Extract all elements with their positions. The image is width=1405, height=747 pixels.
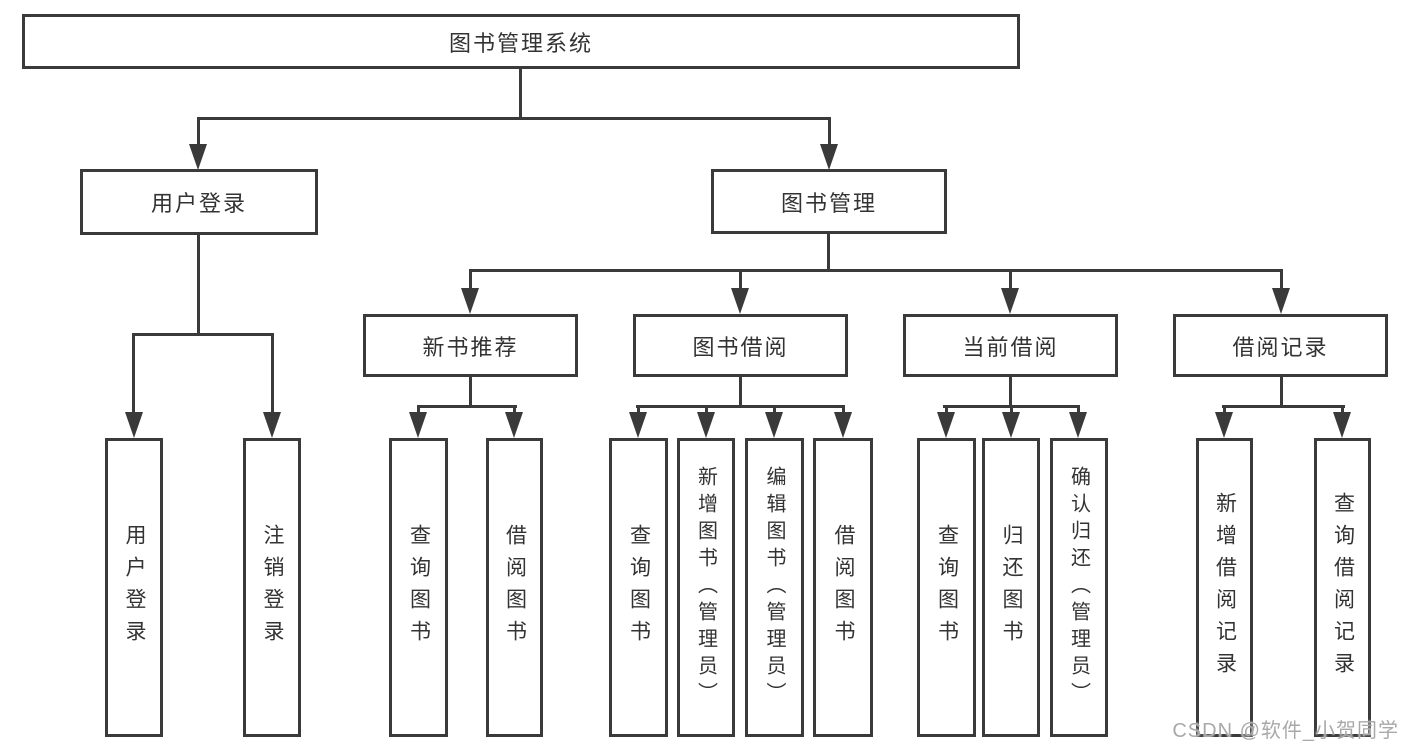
node-root-label: 图书管理系统: [448, 30, 593, 56]
leaf-query-books-current: 查询图书: [917, 438, 976, 737]
arrowhead-down: [1215, 412, 1233, 438]
leaf-borrow-books-borrowing: 借阅图书: [813, 438, 873, 737]
connector-line: [132, 333, 274, 336]
arrowhead-down: [765, 412, 783, 438]
leaf-add-borrow-record-label: 新增借阅记录: [1213, 491, 1237, 684]
leaf-confirm-return-admin-label: 确认归还（管理员）: [1067, 466, 1090, 709]
arrowhead-down: [1272, 288, 1290, 314]
node-new-book-recommendation: 新书推荐: [363, 314, 578, 377]
node-book-borrowing-label: 图书借阅: [692, 334, 789, 360]
connector-line: [469, 269, 1283, 272]
connector-line: [271, 333, 274, 415]
arrowhead-down: [820, 144, 838, 170]
leaf-query-books-recommend: 查询图书: [389, 438, 448, 737]
connector-line: [519, 69, 522, 119]
connector-line: [739, 377, 742, 408]
arrowhead-down: [834, 412, 852, 438]
leaf-add-books-admin-label: 新增图书（管理员）: [694, 466, 717, 709]
node-book-management-label: 图书管理: [780, 190, 877, 216]
leaf-query-books-borrowing-label: 查询图书: [627, 523, 651, 652]
arrowhead-down: [263, 412, 281, 438]
leaf-return-books-label: 归还图书: [1000, 523, 1023, 652]
node-user-login: 用户登录: [80, 169, 318, 235]
leaf-query-books-borrowing: 查询图书: [609, 438, 668, 737]
node-borrowing-records-label: 借阅记录: [1232, 334, 1329, 360]
arrowhead-down: [409, 412, 427, 438]
connector-line: [739, 269, 742, 291]
connector-line: [1280, 377, 1283, 408]
connector-line: [1077, 405, 1080, 415]
leaf-query-books-current-label: 查询图书: [935, 523, 959, 652]
connector-line: [827, 234, 830, 272]
connector-line: [469, 269, 472, 291]
node-current-borrowing: 当前借阅: [903, 314, 1118, 377]
arrowhead-down: [731, 288, 749, 314]
leaf-return-books: 归还图书: [982, 438, 1040, 737]
arrowhead-down: [1002, 412, 1020, 438]
leaf-query-borrow-record: 查询借阅记录: [1314, 438, 1371, 737]
leaf-query-borrow-record-label: 查询借阅记录: [1331, 491, 1355, 684]
connector-line: [945, 405, 948, 415]
arrowhead-down: [937, 412, 955, 438]
arrowhead-down: [697, 412, 715, 438]
leaf-add-books-admin: 新增图书（管理员）: [677, 438, 735, 737]
connector-line: [417, 405, 517, 408]
arrowhead-down: [1069, 412, 1087, 438]
leaf-borrow-books-recommend: 借阅图书: [486, 438, 543, 737]
arrowhead-down: [1333, 412, 1351, 438]
connector-line: [469, 377, 472, 408]
leaf-confirm-return-admin: 确认归还（管理员）: [1050, 438, 1108, 737]
connector-line: [842, 405, 845, 415]
connector-line: [636, 405, 844, 408]
node-borrowing-records: 借阅记录: [1173, 314, 1388, 377]
connector-line: [1280, 269, 1283, 291]
connector-line: [513, 405, 516, 415]
connector-line: [1222, 405, 1345, 408]
leaf-borrow-books-borrowing-label: 借阅图书: [832, 523, 855, 652]
leaf-edit-books-admin-label: 编辑图书（管理员）: [763, 466, 785, 709]
node-current-borrowing-label: 当前借阅: [962, 334, 1059, 360]
connector-line: [197, 117, 200, 147]
arrowhead-down: [1001, 288, 1019, 314]
arrowhead-down: [125, 412, 143, 438]
connector-line: [197, 234, 200, 336]
node-root-library-system: 图书管理系统: [22, 14, 1020, 69]
connector-line: [197, 117, 831, 120]
leaf-user-login-label: 用户登录: [123, 523, 146, 652]
node-book-management: 图书管理: [711, 169, 947, 234]
connector-line: [705, 405, 708, 415]
connector-line: [132, 333, 135, 415]
connector-line: [1223, 405, 1226, 415]
arrowhead-down: [189, 144, 207, 170]
arrowhead-down: [629, 412, 647, 438]
leaf-user-login: 用户登录: [105, 438, 163, 737]
arrowhead-down: [461, 288, 479, 314]
node-book-borrowing: 图书借阅: [633, 314, 848, 377]
connector-line: [828, 117, 831, 147]
connector-line: [1009, 269, 1012, 291]
connector-line: [1010, 405, 1013, 415]
leaf-logout-label: 注销登录: [261, 523, 284, 652]
leaf-edit-books-admin: 编辑图书（管理员）: [745, 438, 804, 737]
leaf-add-borrow-record: 新增借阅记录: [1196, 438, 1253, 737]
connector-line: [773, 405, 776, 415]
connector-line: [1341, 405, 1344, 415]
leaf-logout: 注销登录: [243, 438, 301, 737]
csdn-watermark: CSDN @软件_小贺同学: [1172, 720, 1399, 742]
leaf-borrow-books-recommend-label: 借阅图书: [503, 523, 527, 652]
leaf-query-books-recommend-label: 查询图书: [407, 523, 431, 652]
node-new-book-recommendation-label: 新书推荐: [422, 334, 519, 360]
connector-line: [637, 405, 640, 415]
arrowhead-down: [505, 412, 523, 438]
connector-line: [417, 405, 420, 415]
node-user-login-label: 用户登录: [150, 191, 247, 216]
connector-line: [1009, 377, 1012, 408]
